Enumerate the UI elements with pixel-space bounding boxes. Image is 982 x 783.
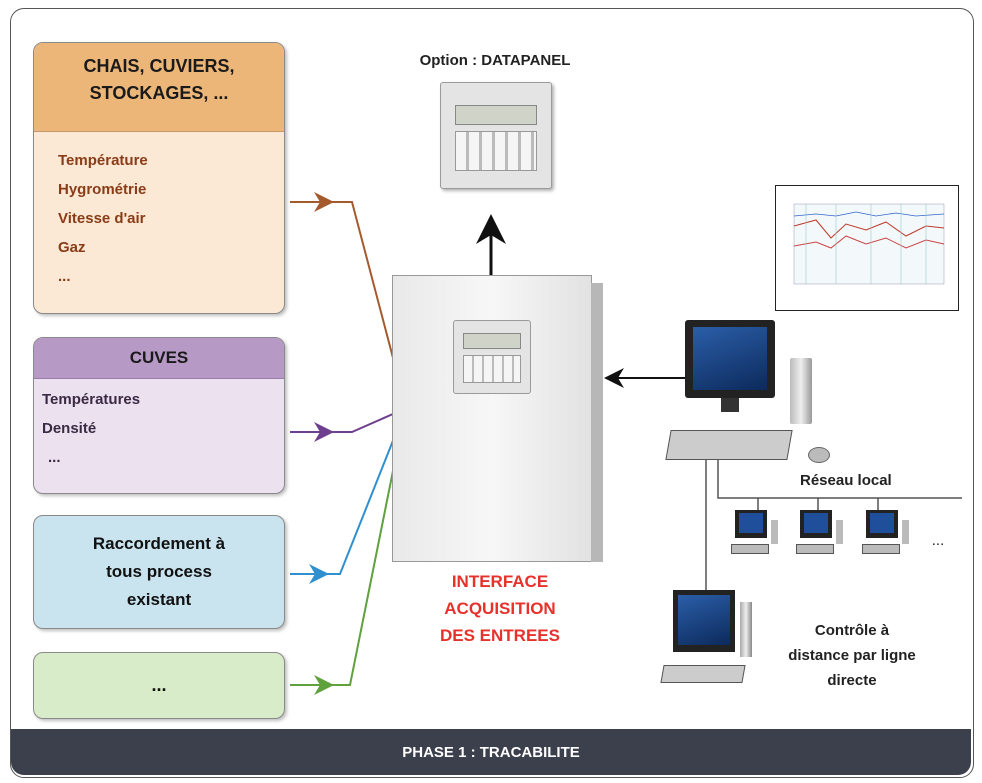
remote-label: Contrôle à distance par ligne directe <box>772 618 932 693</box>
chais-title-line1: CHAIS, CUVIERS, <box>83 56 235 76</box>
chais-item: Hygrométrie <box>58 181 147 198</box>
plot-lines <box>793 203 945 285</box>
arrow-chais <box>290 201 403 393</box>
interface-line3: DES ENTREES <box>440 626 560 645</box>
remote-line1: Contrôle à <box>814 622 890 639</box>
raccordement-line3: existant <box>126 590 192 609</box>
cuves-title: CUVES <box>34 338 284 379</box>
interface-panel <box>453 320 531 394</box>
monitor-plot-thumbnail <box>775 185 959 311</box>
interface-line1: INTERFACE <box>451 572 549 591</box>
raccordement-box: Raccordement à tous process existant <box>33 515 285 629</box>
footer-bar: PHASE 1 : TRACABILITE <box>11 729 971 775</box>
chais-item: ... <box>58 268 71 285</box>
remote-line3: directe <box>827 672 877 689</box>
network-pc-2 <box>796 510 843 555</box>
network-more: ... <box>931 532 945 549</box>
raccordement-line2: tous process <box>106 562 212 581</box>
chais-title-line2: STOCKAGES, ... <box>89 83 229 103</box>
interface-label: INTERFACE ACQUISITION DES ENTREES <box>395 568 605 649</box>
footer-title: PHASE 1 : TRACABILITE <box>402 743 580 761</box>
remote-line2: distance par ligne <box>788 647 916 664</box>
datapanel-label: Option : DATAPANEL <box>419 52 571 69</box>
main-pc-mouse-icon <box>808 447 830 463</box>
interface-line2: ACQUISITION <box>444 599 556 618</box>
chais-item: Vitesse d'air <box>58 210 146 227</box>
reseau-label: Réseau local <box>800 472 892 489</box>
other-label: ... <box>151 675 167 695</box>
cuves-item: ... <box>48 449 61 466</box>
remote-pc <box>660 590 763 690</box>
raccordement-line1: Raccordement à <box>92 534 226 553</box>
interface-cabinet-side <box>591 283 603 562</box>
main-pc-tower <box>790 358 812 424</box>
other-box: ... <box>33 652 285 719</box>
chais-item: Gaz <box>58 239 86 256</box>
network-pc-3 <box>862 510 909 555</box>
cuves-item: Températures <box>42 391 141 408</box>
arrow-cuves <box>290 409 403 433</box>
arrow-raccordement <box>290 417 403 575</box>
main-pc <box>685 320 775 412</box>
chais-item: Température <box>58 152 148 169</box>
network-pc-1 <box>731 510 778 555</box>
cuves-item: Densité <box>42 420 97 437</box>
chais-title: CHAIS, CUVIERS, STOCKAGES, ... <box>34 43 284 132</box>
network-lines <box>705 460 962 592</box>
cuves-box: CUVES Températures Densité ... <box>33 337 285 494</box>
chais-box: CHAIS, CUVIERS, STOCKAGES, ... Températu… <box>33 42 285 314</box>
datapanel-device <box>440 82 552 189</box>
main-pc-keyboard <box>665 430 793 460</box>
interface-cabinet <box>392 275 592 562</box>
arrow-other <box>290 425 403 686</box>
